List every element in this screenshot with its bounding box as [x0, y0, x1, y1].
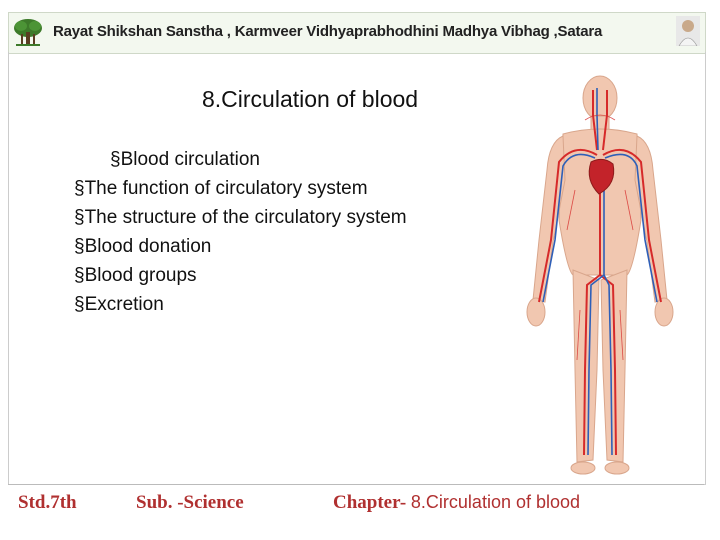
footer-chapter-title: 8.Circulation of blood — [410, 492, 581, 512]
footer-standard: Std.7th — [18, 492, 77, 513]
bullet-item: §The function of circulatory system — [74, 178, 368, 199]
header-title: Rayat Shikshan Sanstha , Karmveer Vidhya… — [53, 23, 603, 40]
slide-title: 8.Circulation of blood — [202, 86, 419, 112]
bullet-item: §Blood circulation — [110, 149, 260, 170]
footer-divider — [8, 484, 704, 485]
bullet-item: §Blood groups — [74, 265, 197, 286]
footer-chapter: Chapter- 8.Circulation of blood — [333, 492, 580, 518]
footer-subject: Sub. -Science — [136, 492, 244, 513]
footer-chapter-prefix: Chapter- — [333, 492, 407, 513]
bullet-item: §Blood donation — [74, 236, 212, 257]
header-bar — [8, 12, 706, 54]
portrait-icon — [676, 16, 700, 46]
circulatory-system-illustration — [526, 75, 674, 475]
bullet-item: §The structure of the circulatory system — [74, 207, 407, 228]
banyan-tree-logo — [14, 19, 42, 46]
bullet-list: §Blood circulation §The function of circ… — [74, 145, 407, 319]
bullet-item: §Excretion — [74, 294, 164, 315]
